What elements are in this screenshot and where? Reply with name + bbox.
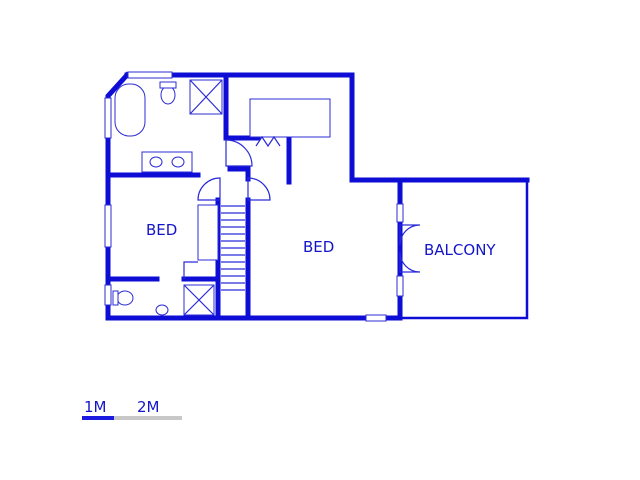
- window-left-bottom: [104, 284, 112, 306]
- basin-left: [149, 156, 163, 168]
- doors: [183, 139, 421, 279]
- shower-top-diag-2: [189, 79, 223, 115]
- basin-bottom: [155, 304, 169, 316]
- window-left-mid: [104, 204, 112, 248]
- toilet-tank-bottom: [112, 290, 119, 306]
- window-bottom: [365, 314, 387, 322]
- window-top: [127, 71, 173, 79]
- room-label-bed-left: BED: [146, 221, 177, 239]
- sliding-door-zigzag: [255, 135, 281, 148]
- door-balcony-bottom: [399, 251, 421, 273]
- door-stair-left: [197, 177, 221, 201]
- window-balcony-bottom: [396, 275, 404, 297]
- walls: [105, 71, 530, 321]
- window-balcony-top: [396, 203, 404, 223]
- cupboard-left-bed: [197, 204, 219, 261]
- door-balcony-top: [399, 224, 421, 246]
- door-stair-right: [247, 177, 271, 201]
- wall-bath-bed-2: [227, 166, 251, 182]
- window-left-top: [104, 97, 112, 139]
- door-lower-bath: [183, 261, 198, 279]
- shower-bottom-diag-2: [183, 284, 215, 316]
- room-label-bed-main: BED: [303, 238, 334, 256]
- toilet-tank-top: [159, 81, 177, 89]
- built-in-cupboard: [249, 98, 331, 138]
- scale-label-2m: 2M: [137, 398, 160, 416]
- fixtures: [112, 79, 331, 316]
- door-bathroom: [225, 139, 253, 167]
- toilet-bottom: [116, 290, 134, 306]
- wall-balcony: [398, 178, 529, 320]
- toilet-top: [160, 85, 176, 105]
- wall-inner-closet: [223, 72, 261, 141]
- room-label-balcony: BALCONY: [424, 241, 496, 259]
- bathtub: [114, 83, 146, 137]
- scale-bar: 1M 2M: [82, 398, 182, 420]
- basin-right: [171, 156, 185, 168]
- windows: [104, 71, 404, 322]
- scale-label-1m: 1M: [84, 398, 107, 416]
- room-labels: BED BED BALCONY: [146, 221, 496, 259]
- staircase: [221, 205, 245, 291]
